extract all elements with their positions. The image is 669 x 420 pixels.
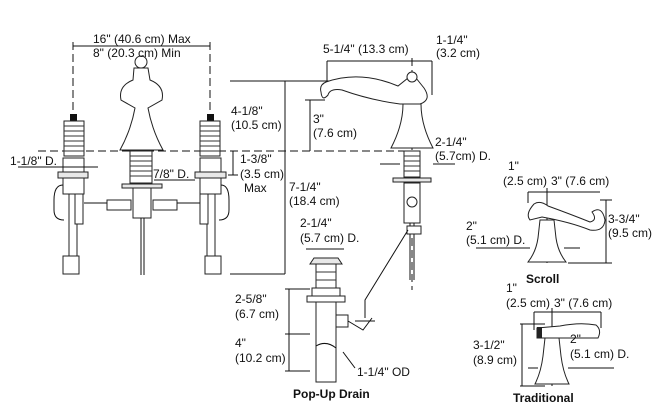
total-height-cm-label: (18.4 cm)	[289, 194, 340, 208]
left-valve	[53, 114, 89, 275]
scroll-length-label: 3" (7.6 cm)	[551, 174, 609, 188]
traditional-base-in-label: 2"	[570, 332, 581, 346]
traditional-offset-in-label: 1"	[506, 281, 517, 295]
upper-cm-label: (6.7 cm)	[235, 307, 279, 321]
lower-cm-label: (10.2 cm)	[235, 351, 286, 365]
side-view: 7-1/4" (18.4 cm) 5-1/4" (13.3 cm) 1-1/4"…	[230, 33, 491, 318]
spread-min-label: 8" (20.3 cm) Min	[93, 46, 181, 60]
traditional-base-cm-label: (5.1 cm) D.	[570, 347, 629, 361]
traditional-height-in-label: 3-1/2"	[473, 338, 505, 352]
flange-in-label: 2-1/4"	[300, 216, 332, 230]
spout-hole-label: 7/8" D.	[153, 167, 189, 181]
scroll-handle: 1" (2.5 cm) 3" (7.6 cm) 2" (5.1 cm) D. 3…	[466, 159, 652, 286]
spout-front	[84, 55, 200, 275]
scroll-height-cm-label: (9.5 cm)	[608, 226, 652, 240]
upper-in-label: 2-5/8"	[235, 292, 267, 306]
pop-up-rod	[364, 229, 409, 318]
pop-up-drain: 2-1/4" (5.7 cm) D. 2-5/8" (6.7 cm) 4" (1…	[235, 216, 410, 401]
traditional-handle: 1" (2.5 cm) 3" (7.6 cm) 3-1/2" (8.9 cm) …	[473, 281, 629, 405]
spout-height-in-label: 3"	[313, 112, 324, 126]
scroll-base-in-label: 2"	[466, 219, 477, 233]
height-in-label: 4-1/8"	[231, 104, 263, 118]
height-cm-label: (10.5 cm)	[231, 118, 282, 132]
handle-hole-label: 1-1/8" D.	[10, 154, 57, 168]
back-in-label: 1-1/4"	[436, 33, 468, 47]
spout-height-cm-label: (7.6 cm)	[313, 126, 357, 140]
total-height-in-label: 7-1/4"	[289, 180, 321, 194]
traditional-length-label: 3" (7.6 cm)	[554, 296, 612, 310]
front-view: 16" (40.6 cm) Max 8" (20.3 cm) Min 4-1/8…	[10, 32, 420, 275]
scroll-offset-cm-label: (2.5 cm)	[503, 174, 547, 188]
reach-label: 5-1/4" (13.3 cm)	[323, 42, 409, 56]
flange-cm-label: (5.7 cm) D.	[300, 231, 359, 245]
traditional-title: Traditional	[513, 391, 574, 405]
scroll-height-in-label: 3-3/4"	[608, 212, 640, 226]
deck-max-label: Max	[244, 181, 267, 195]
scroll-offset-in-label: 1"	[508, 159, 519, 173]
drain-title: Pop-Up Drain	[293, 387, 370, 401]
deck-in-label: 1-3/8"	[240, 152, 272, 166]
lower-in-label: 4"	[235, 336, 246, 350]
scroll-base-cm-label: (5.1 cm) D.	[466, 233, 525, 247]
scroll-title: Scroll	[526, 272, 559, 286]
traditional-height-cm-label: (8.9 cm)	[473, 353, 517, 367]
traditional-offset-cm-label: (2.5 cm)	[506, 296, 550, 310]
right-valve	[194, 114, 230, 275]
base-in-label: 2-1/4"	[435, 135, 467, 149]
back-cm-label: (3.2 cm)	[436, 46, 480, 60]
base-cm-label: (5.7cm) D.	[435, 149, 491, 163]
tail-label: 1-1/4" OD	[357, 365, 410, 379]
spread-max-label: 16" (40.6 cm) Max	[93, 32, 191, 46]
deck-cm-label: (3.5 cm)	[240, 167, 284, 181]
